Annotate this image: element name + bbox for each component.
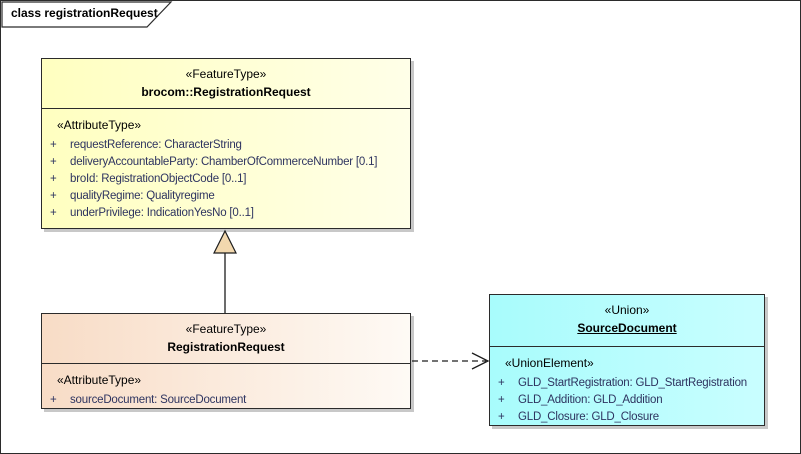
attribute-row: + deliveryAccountableParty: ChamberOfCom… (42, 154, 410, 171)
visibility-sign: + (50, 207, 57, 219)
class-stereotype: «Union» (604, 303, 650, 317)
class-registration-request[interactable]: «FeatureType» RegistrationRequest «Attri… (41, 313, 411, 409)
attribute-text: deliveryAccountableParty: ChamberOfComme… (70, 156, 378, 168)
visibility-sign: + (50, 173, 57, 185)
attribute-text: underPrivilege: IndicationYesNo [0..1] (70, 207, 254, 219)
visibility-sign: + (50, 139, 57, 151)
visibility-sign: + (498, 411, 505, 423)
class-name: brocom::RegistrationRequest (141, 85, 311, 99)
class-stereotype: «FeatureType» (185, 67, 267, 81)
compartment-stereotype: «UnionElement» (505, 356, 594, 370)
class-header: «Union» SourceDocument (490, 295, 764, 347)
compartment-stereotype: «AttributeType» (57, 373, 142, 387)
class-source-document[interactable]: «Union» SourceDocument «UnionElement» + … (489, 294, 765, 426)
attribute-row: + GLD_Addition: GLD_Addition (490, 392, 764, 409)
attribute-row: + underPrivilege: IndicationYesNo [0..1] (42, 205, 410, 222)
visibility-sign: + (50, 190, 57, 202)
attribute-text: GLD_Addition: GLD_Addition (518, 394, 663, 406)
visibility-sign: + (498, 377, 505, 389)
class-brocom-registration-request[interactable]: «FeatureType» brocom::RegistrationReques… (41, 58, 411, 229)
visibility-sign: + (50, 156, 57, 168)
attributes-compartment: «AttributeType» + sourceDocument: Source… (42, 364, 410, 408)
class-name: RegistrationRequest (167, 340, 285, 354)
attribute-row: + broId: RegistrationObjectCode [0..1] (42, 171, 410, 188)
frame-title: class registrationRequest (11, 6, 158, 20)
attribute-row: + qualityRegime: Qualityregime (42, 188, 410, 205)
attribute-text: GLD_StartRegistration: GLD_StartRegistra… (518, 377, 747, 389)
class-header: «FeatureType» brocom::RegistrationReques… (42, 59, 410, 109)
attribute-row: + requestReference: CharacterString (42, 137, 410, 154)
attribute-text: sourceDocument: SourceDocument (70, 394, 247, 406)
dependency-arrow[interactable] (412, 352, 490, 370)
attribute-row: + GLD_Closure: GLD_Closure (490, 409, 764, 425)
generalization-arrow[interactable] (213, 229, 237, 313)
class-header: «FeatureType» RegistrationRequest (42, 314, 410, 364)
visibility-sign: + (498, 394, 505, 406)
class-stereotype: «FeatureType» (185, 322, 267, 336)
attribute-row: + sourceDocument: SourceDocument (42, 392, 410, 408)
compartment-stereotype: «AttributeType» (57, 118, 142, 132)
visibility-sign: + (50, 394, 57, 406)
attribute-text: broId: RegistrationObjectCode [0..1] (70, 173, 247, 185)
attribute-text: requestReference: CharacterString (70, 139, 242, 151)
class-name: SourceDocument (577, 321, 677, 335)
attribute-text: GLD_Closure: GLD_Closure (518, 411, 659, 423)
attributes-compartment: «AttributeType» + requestReference: Char… (42, 109, 410, 222)
attribute-text: qualityRegime: Qualityregime (70, 190, 215, 202)
attribute-row: + GLD_StartRegistration: GLD_StartRegist… (490, 375, 764, 392)
attributes-compartment: «UnionElement» + GLD_StartRegistration: … (490, 347, 764, 425)
